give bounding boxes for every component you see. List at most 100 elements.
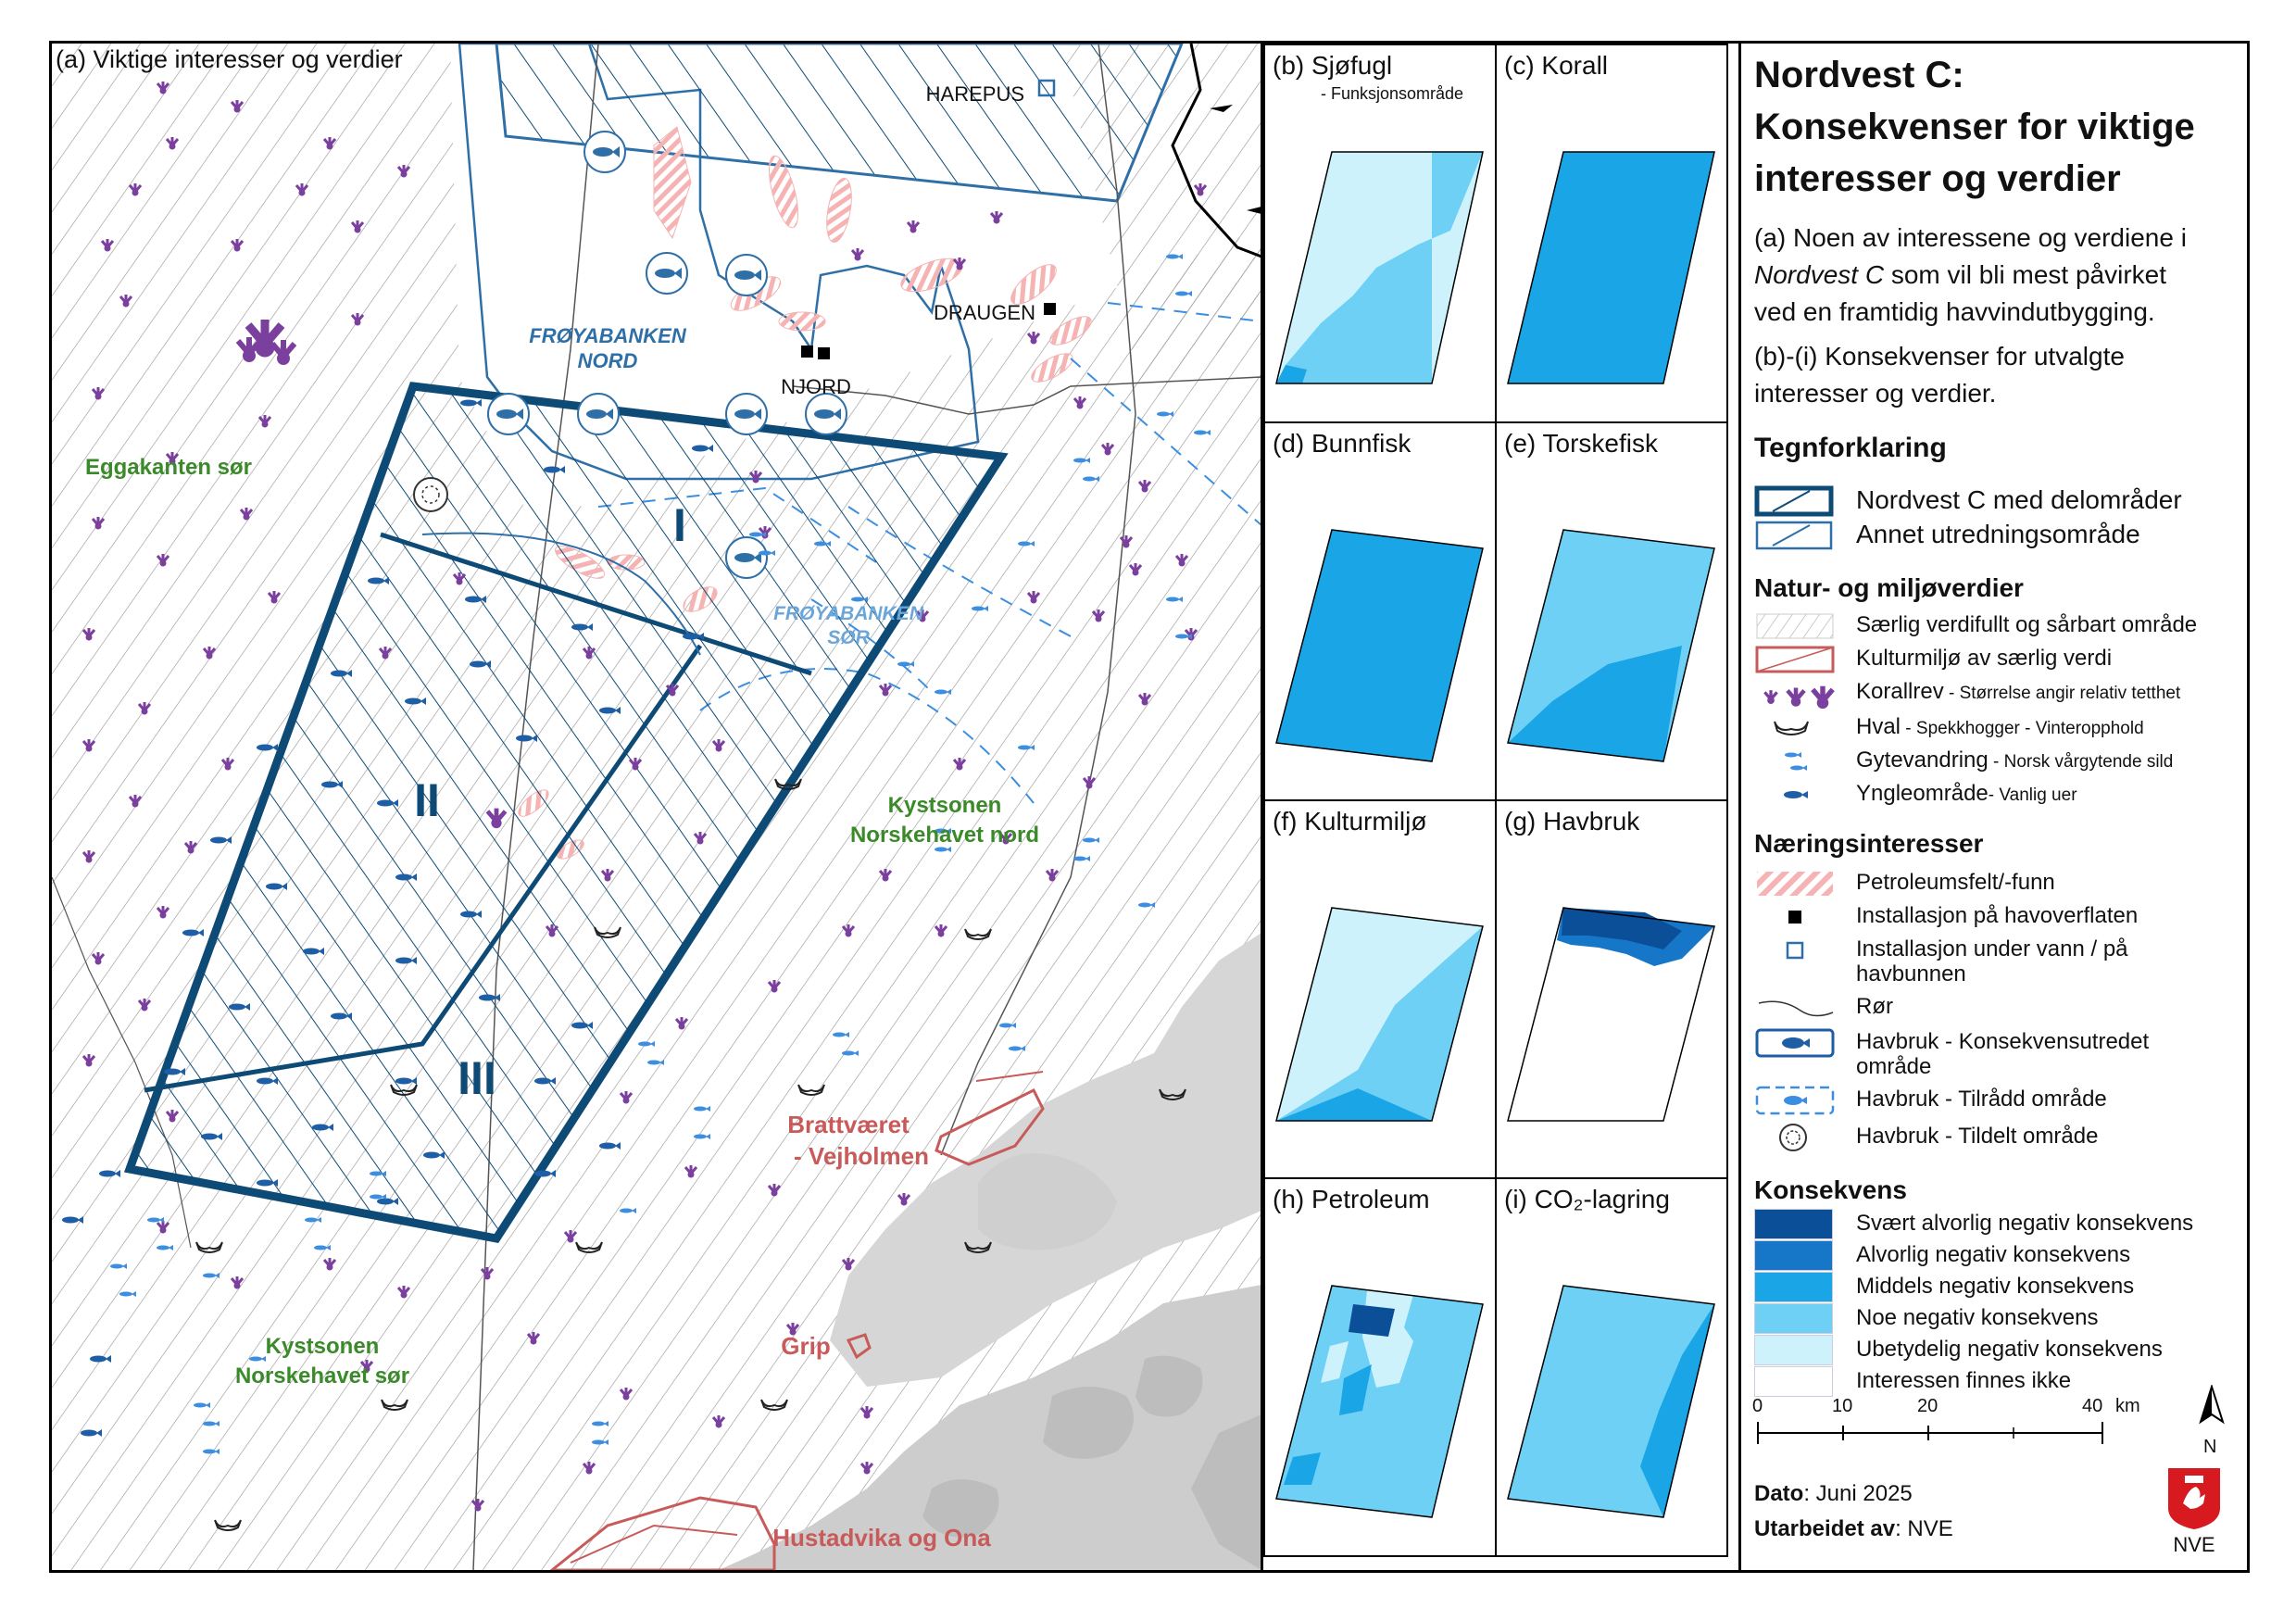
nordvest-c-label: Nordvest C med delområder bbox=[1856, 485, 2182, 514]
panel-sjofugl-map bbox=[1275, 151, 1484, 384]
desc-b-line-2: interesser og verdier. bbox=[1754, 379, 1997, 408]
gytevandring-note: - Norsk vårgytende sild bbox=[1988, 752, 2174, 772]
legend-title-3: interesser og verdier bbox=[1754, 158, 2121, 199]
label-froyabanken-nord-2: NORD bbox=[578, 349, 638, 372]
panel-havbruk-map bbox=[1507, 907, 1715, 1122]
panel-torskefisk: (e) Torskefisk bbox=[1495, 421, 1728, 801]
nve-logo: NVE bbox=[2166, 1466, 2222, 1559]
konsekvens-swatch bbox=[1754, 1335, 1833, 1365]
desc-a-rest: som vil bli mest påvirket bbox=[1884, 260, 2167, 289]
label-njord: NJORD bbox=[781, 375, 851, 398]
label-subarea-i: I bbox=[673, 499, 686, 551]
label-kystsonen-nord-1: Kystsonen bbox=[888, 793, 1002, 818]
nve-crest-icon bbox=[2168, 1468, 2220, 1529]
konsekvens-swatch bbox=[1754, 1272, 1833, 1302]
panel-title: (c) Korall bbox=[1504, 51, 1609, 80]
konsekvens-swatch bbox=[1754, 1366, 1833, 1397]
label-froyabanken-sor-2: SØR bbox=[827, 627, 870, 648]
map-title: (a) Viktige interesser og verdier bbox=[56, 45, 403, 73]
panel-kulturmiljo-map bbox=[1275, 907, 1484, 1122]
whale-icon bbox=[1774, 721, 1809, 735]
konsekvens-label: Ubetydelig negativ konsekvens bbox=[1856, 1337, 2163, 1362]
desc-a-line-2: Nordvest C som vil bli mest påvirket bbox=[1754, 257, 2236, 294]
panel-co2-lagring: (i) CO₂-lagring bbox=[1495, 1177, 1728, 1557]
date-value: : Juni 2025 bbox=[1803, 1481, 1913, 1506]
legend-item-petroleum: Petroleumsfelt/-funn bbox=[1754, 868, 2245, 899]
legend-item-saerlig: Særlig verdifullt og sårbart område bbox=[1754, 610, 2245, 642]
platform-icon bbox=[1788, 911, 1801, 924]
author-line: Utarbeidet av: NVE bbox=[1754, 1516, 1953, 1542]
north-label: N bbox=[2203, 1437, 2217, 1457]
subsea-icon bbox=[1786, 941, 1804, 960]
coral-icon bbox=[1763, 685, 1835, 709]
label-subarea-ii: II bbox=[414, 774, 440, 826]
label-grip: Grip bbox=[781, 1332, 830, 1360]
petroleum-symbol bbox=[1757, 872, 1833, 896]
desc-a-line-3: ved en framtidig havvindutbygging. bbox=[1754, 297, 2155, 326]
panel-title: (d) Bunnfisk bbox=[1273, 429, 1411, 458]
gytevandring-text: Gytevandring bbox=[1856, 748, 1989, 773]
gytevandring-label: Gytevandring - Norsk vårgytende sild bbox=[1856, 748, 2173, 773]
legend-item-kulturmiljo: Kulturmiljø av særlig verdi bbox=[1754, 644, 2245, 675]
installasjon-under-line-2: havbunnen bbox=[1856, 961, 1966, 986]
label-eggakanten: Eggakanten sør bbox=[85, 455, 252, 480]
scale-unit: km bbox=[2115, 1396, 2140, 1416]
pipeline-icon bbox=[1758, 1000, 1834, 1017]
panel-korall-map bbox=[1507, 151, 1715, 384]
konsekvens-label: Svært alvorlig negativ konsekvens bbox=[1856, 1211, 2194, 1236]
legend-item-ror: Rør bbox=[1754, 992, 2245, 1024]
label-subarea-iii: III bbox=[458, 1052, 496, 1104]
legend-description-b: (b)-(i) Konsekvenser for utvalgte intere… bbox=[1754, 338, 2236, 412]
konsekvens-item: Svært alvorlig negativ konsekvens bbox=[1754, 1209, 2245, 1240]
konsekvens-item: Alvorlig negativ konsekvens bbox=[1754, 1240, 2245, 1272]
main-map-canvas: (a) Viktige interesser og verdier HAREPU… bbox=[52, 44, 1261, 1570]
legend-item-nordvest-c: Nordvest C med delområder bbox=[1754, 485, 2245, 517]
korallrev-note: - Størrelse angir relativ tetthet bbox=[1943, 684, 2181, 703]
panel-bunnfisk: (d) Bunnfisk bbox=[1263, 421, 1497, 801]
author-value: : NVE bbox=[1895, 1516, 1953, 1541]
konsekvens-swatch bbox=[1754, 1303, 1833, 1334]
konsekvens-label: Alvorlig negativ konsekvens bbox=[1856, 1242, 2131, 1267]
legend-item-havbruk-tildelt: Havbruk - Tildelt område bbox=[1754, 1122, 2245, 1153]
legend-item-gytevandring: Gytevandring - Norsk vårgytende sild bbox=[1754, 746, 2245, 777]
label-brattvaeret-2: - Vejholmen bbox=[794, 1142, 929, 1170]
label-hustadvika: Hustadvika og Ona bbox=[772, 1524, 991, 1552]
panel-subtitle: - Funksjonsområde bbox=[1321, 84, 1464, 103]
label-kystsonen-sor-2: Norskehavet sør bbox=[235, 1363, 409, 1389]
panel-title: (b) Sjøfugl bbox=[1273, 51, 1393, 80]
havbruk-tilradd-label: Havbruk - Tilrådd område bbox=[1856, 1087, 2107, 1112]
panel-co2-map bbox=[1507, 1285, 1715, 1518]
panel-korall: (c) Korall bbox=[1495, 44, 1728, 423]
panel-havbruk: (g) Havbruk bbox=[1495, 799, 1728, 1179]
fish-farm-allocated-icon bbox=[1779, 1124, 1807, 1151]
panel-sjofugl: (b) Sjøfugl - Funksjonsområde bbox=[1263, 44, 1497, 423]
havbruk-utredet-line-2: område bbox=[1856, 1054, 1932, 1079]
konsekvens-swatch bbox=[1754, 1209, 1833, 1239]
panel-title: (i) CO₂-lagring bbox=[1504, 1185, 1670, 1213]
panel-kulturmiljo: (f) Kulturmiljø bbox=[1263, 799, 1497, 1179]
ror-label: Rør bbox=[1856, 994, 1893, 1019]
konsekvens-label: Noe negativ konsekvens bbox=[1856, 1305, 2099, 1330]
scale-tick-0: 0 bbox=[1752, 1396, 1763, 1416]
kulturmiljo-label: Kulturmiljø av særlig verdi bbox=[1856, 646, 2113, 671]
desc-a-line-1: (a) Noen av interessene og verdiene i bbox=[1754, 223, 2187, 252]
panel-title: (e) Torskefisk bbox=[1504, 429, 1658, 458]
panel-title: (h) Petroleum bbox=[1273, 1185, 1430, 1213]
legend-heading-naering: Næringsinteresser bbox=[1754, 829, 1984, 858]
legend-panel: Nordvest C: Konsekvenser for viktige int… bbox=[1738, 44, 2247, 1570]
panel-bunnfisk-map bbox=[1275, 529, 1484, 762]
legend-description-a: (a) Noen av interessene og verdiene i No… bbox=[1754, 220, 2236, 331]
desc-b-line-1: (b)-(i) Konsekvenser for utvalgte bbox=[1754, 342, 2125, 371]
legend-item-korallrev: Korallrev - Størrelse angir relativ tett… bbox=[1754, 677, 2245, 709]
yngleomrade-note: - Vanlig uer bbox=[1988, 785, 2077, 805]
korallrev-text: Korallrev bbox=[1856, 679, 1944, 704]
legend-title-2: Konsekvenser for viktige bbox=[1754, 107, 2195, 147]
redfish-icon bbox=[1784, 791, 1808, 798]
legend-heading-konsekvens: Konsekvens bbox=[1754, 1175, 1907, 1204]
korallrev-label: Korallrev - Størrelse angir relativ tett… bbox=[1856, 679, 2180, 705]
label-brattvaeret-1: Brattværet bbox=[787, 1111, 910, 1138]
konsekvens-label: Interessen finnes ikke bbox=[1856, 1368, 2072, 1393]
